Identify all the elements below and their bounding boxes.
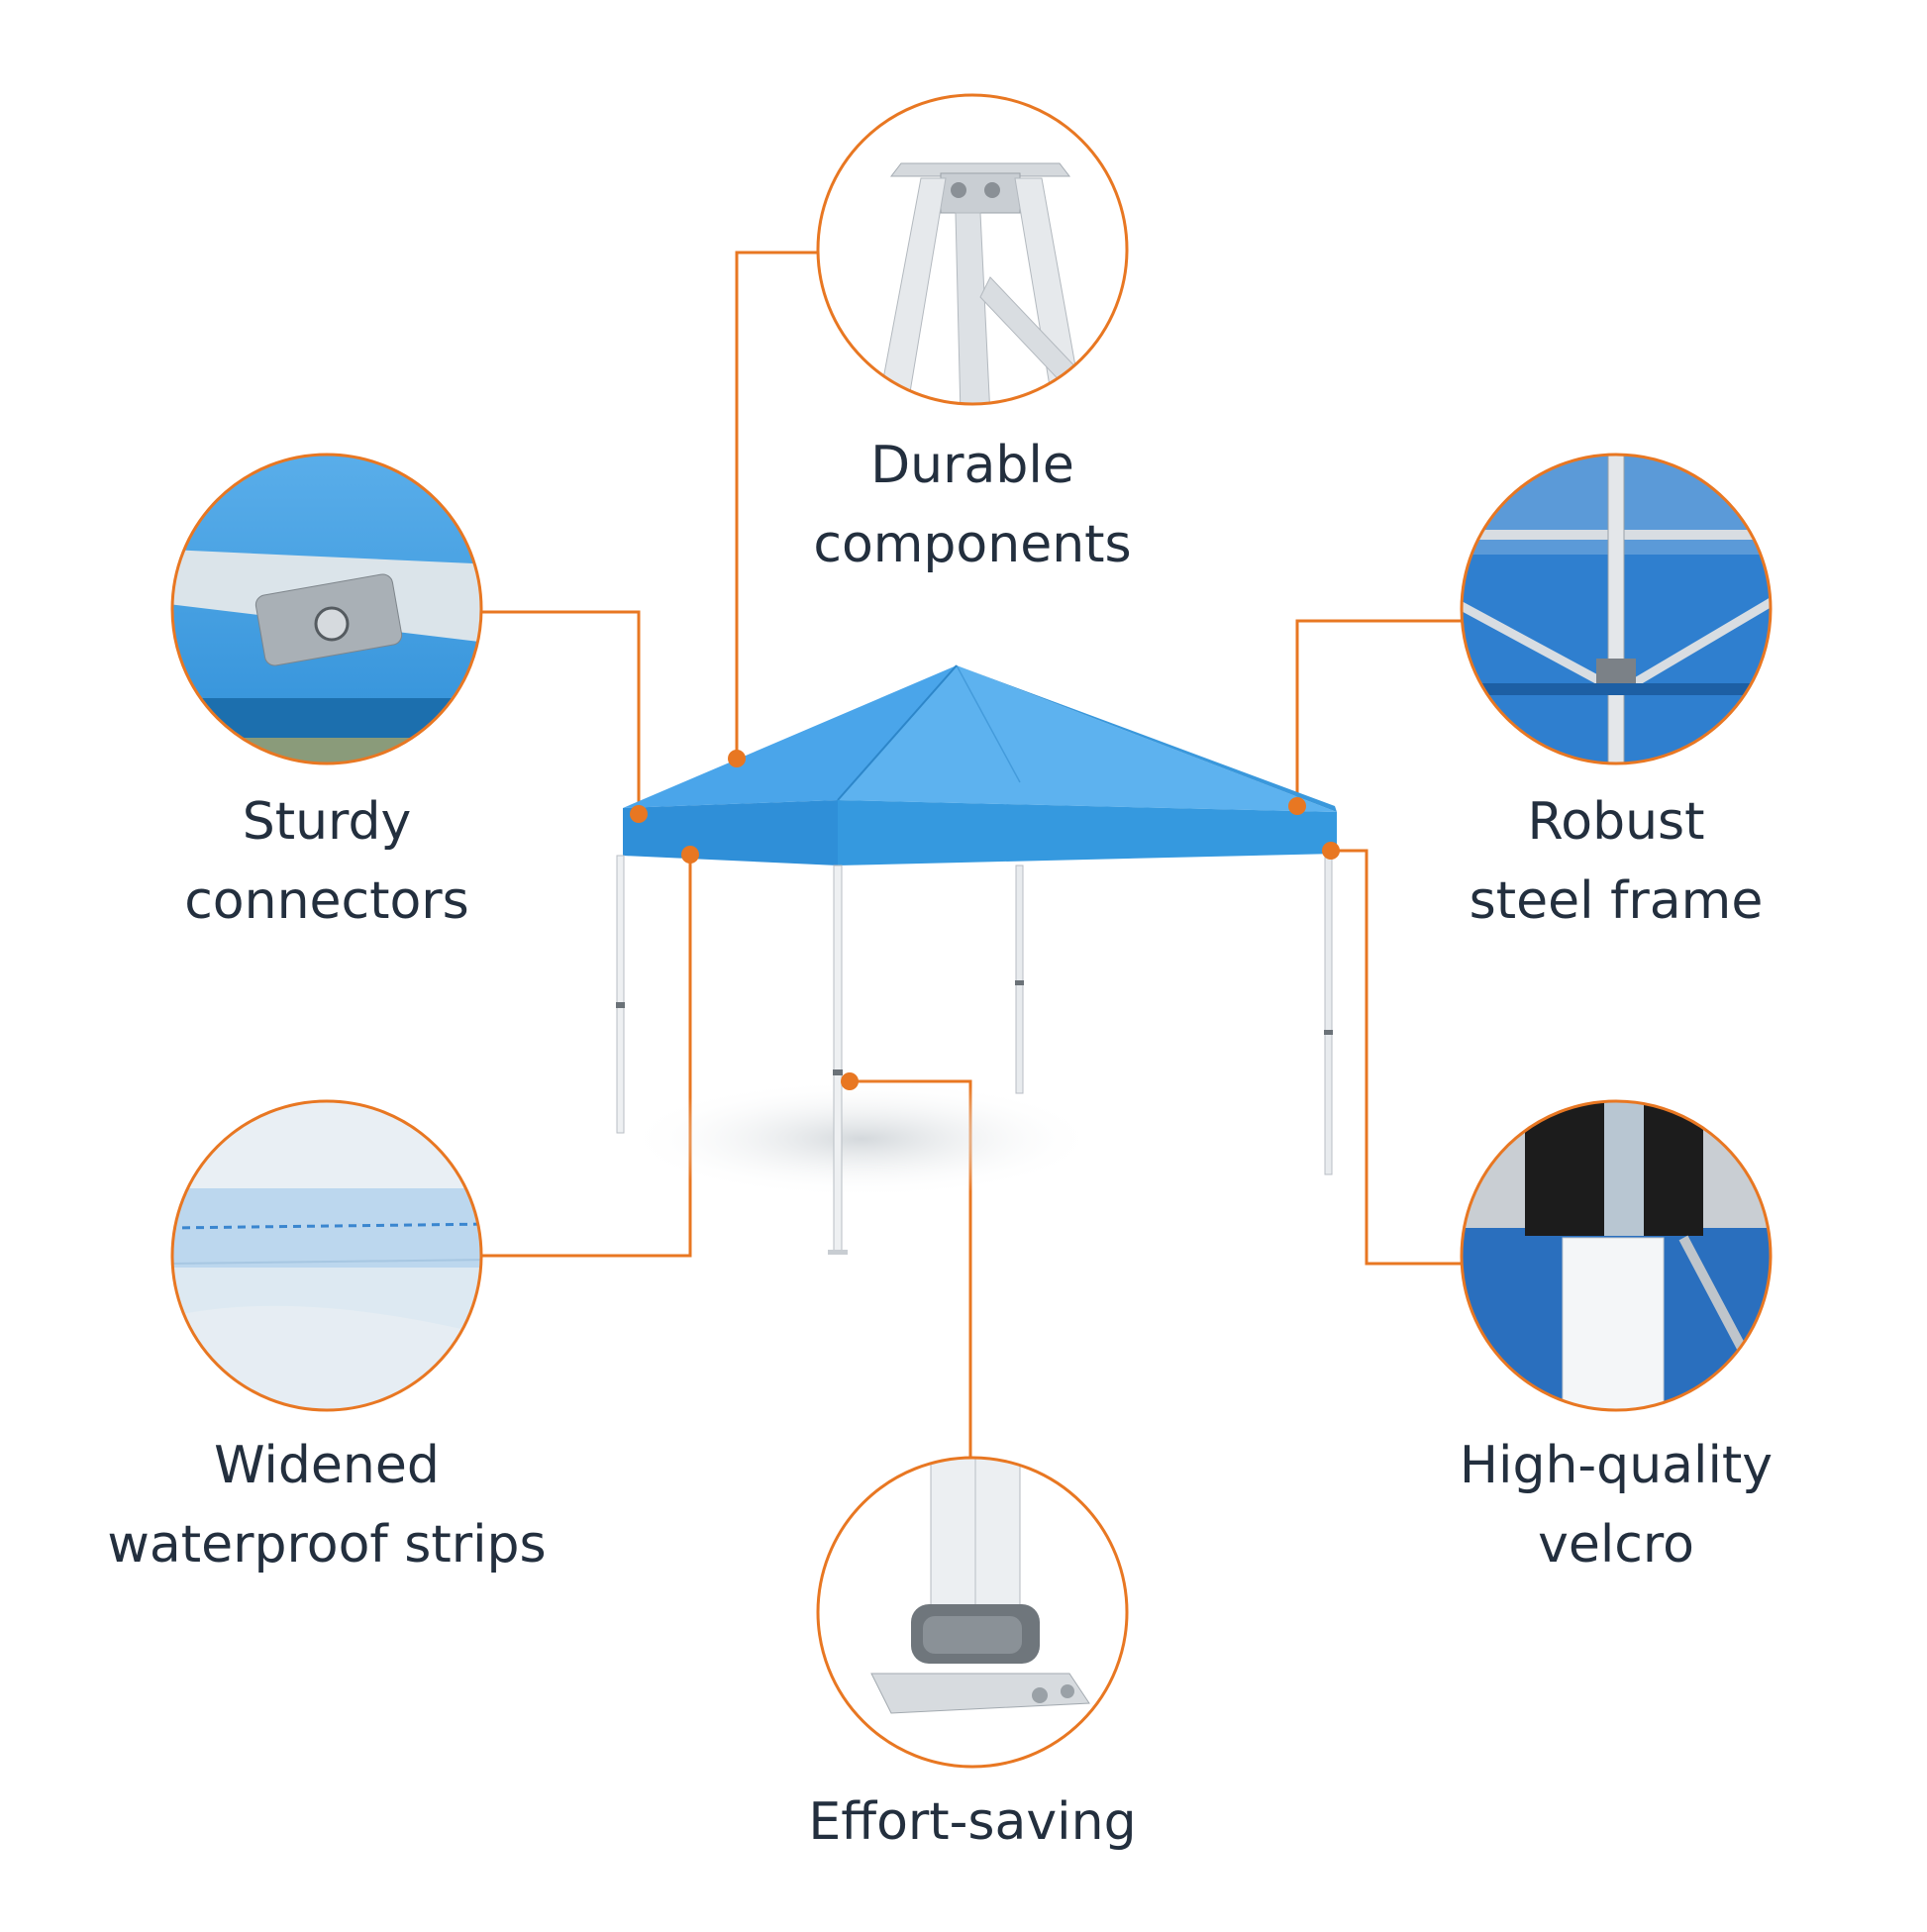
canopy-roof-back bbox=[957, 665, 1337, 812]
label-velcro-line1: High-quality bbox=[1459, 1436, 1774, 1495]
detail-circle-border-widened bbox=[170, 1099, 483, 1412]
canopy-valance-side bbox=[838, 800, 1337, 865]
detail-circle-sturdy bbox=[172, 455, 481, 763]
label-effort-saving: Effort-saving bbox=[774, 1782, 1170, 1862]
label-sturdy-line1: Sturdy bbox=[242, 792, 412, 852]
label-durable-line2: components bbox=[813, 515, 1132, 574]
label-robust-line1: Robust bbox=[1527, 792, 1705, 852]
detail-circle-velcro bbox=[1462, 1101, 1771, 1410]
label-robust-steel-frame: Robust steel frame bbox=[1418, 782, 1814, 941]
canopy-roof-right bbox=[838, 665, 1337, 812]
tent-leg-back-right bbox=[1324, 857, 1333, 1175]
detail-circle-border-velcro bbox=[1460, 1099, 1773, 1412]
detail-circle-border-durable bbox=[816, 93, 1129, 406]
detail-circle-robust bbox=[1462, 455, 1771, 763]
detail-circle-border-robust bbox=[1460, 453, 1773, 765]
label-widened-line1: Widened bbox=[214, 1436, 440, 1495]
label-high-quality-velcro: High-quality velcro bbox=[1418, 1426, 1814, 1584]
detail-circle-effort bbox=[818, 1458, 1127, 1767]
detail-circle-durable bbox=[818, 95, 1127, 404]
label-sturdy-connectors: Sturdy connectors bbox=[129, 782, 525, 941]
canopy-tent-illustration bbox=[616, 664, 1337, 1255]
detail-circle-border-effort bbox=[816, 1456, 1129, 1769]
tent-leg-front-middle bbox=[833, 864, 843, 1253]
label-widened-waterproof-strips: Widened waterproof strips bbox=[79, 1426, 574, 1584]
label-durable-line1: Durable bbox=[870, 436, 1074, 495]
detail-circle-border-sturdy bbox=[170, 453, 483, 765]
label-robust-line2: steel frame bbox=[1469, 871, 1764, 931]
label-durable-components: Durable components bbox=[774, 426, 1170, 584]
canopy-valance-front bbox=[623, 800, 838, 865]
tent-leg-back-left bbox=[1015, 864, 1024, 1094]
label-widened-line2: waterproof strips bbox=[107, 1515, 547, 1575]
tent-leg-front-left bbox=[616, 855, 625, 1134]
anchor-dots bbox=[630, 750, 1340, 1090]
ground-shadow bbox=[624, 1079, 1099, 1198]
label-sturdy-line2: connectors bbox=[184, 871, 469, 931]
canopy-roof-left bbox=[623, 665, 957, 808]
label-velcro-line2: velcro bbox=[1538, 1515, 1694, 1575]
label-effort-line1: Effort-saving bbox=[808, 1792, 1137, 1852]
